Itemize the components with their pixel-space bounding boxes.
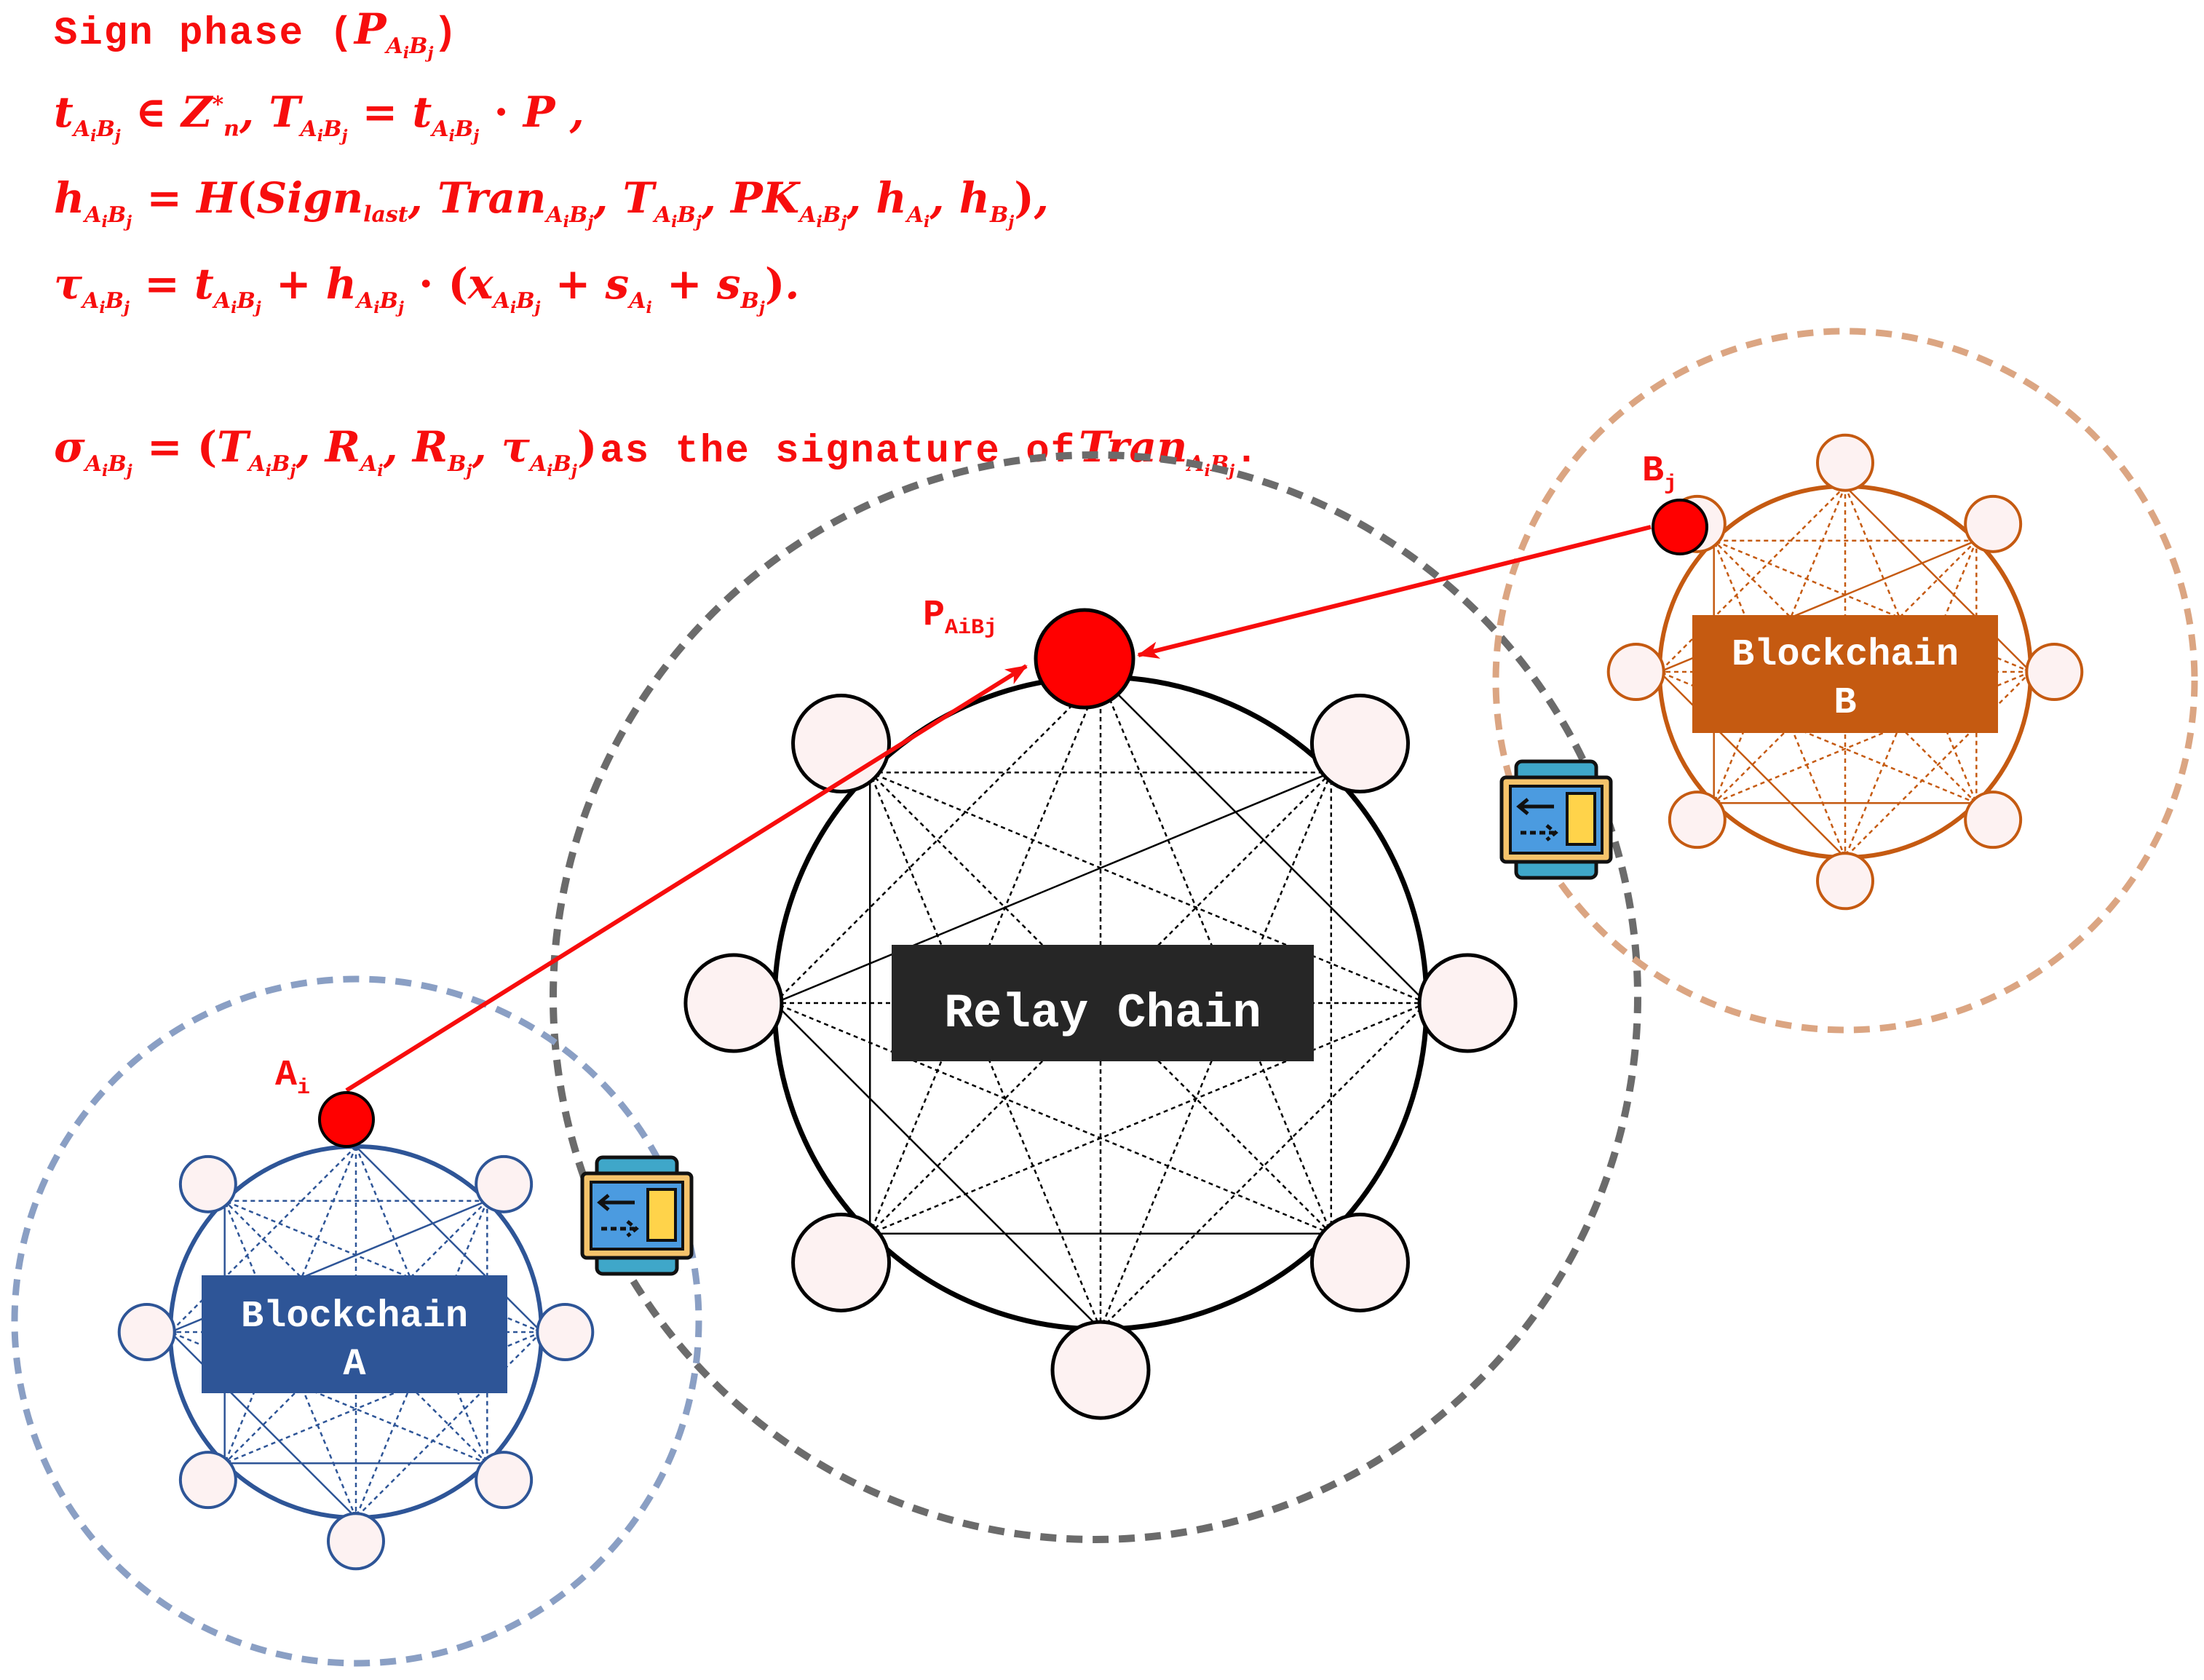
relay-link	[1099, 676, 1332, 1235]
formula-line-2: hAiBj = H(Signlast, TranAiBj, TAiBj, PKA…	[54, 173, 1049, 231]
label-ai: Ai	[275, 1055, 310, 1101]
blockchain-b-link	[1844, 486, 2031, 673]
blockchain-a-link	[170, 1331, 488, 1465]
blockchain-a-box	[202, 1275, 507, 1393]
blockchain-a-link	[355, 1146, 542, 1333]
transfer-icon	[1499, 759, 1613, 880]
relay-node	[1417, 953, 1518, 1053]
blockchain-b-link	[1844, 671, 2031, 858]
sign-phase-heading: Sign phase (PAiBj)	[54, 4, 459, 63]
relay-node	[1309, 1212, 1410, 1312]
blockchain-a-node	[327, 1512, 385, 1571]
blockchain-b-link	[1659, 486, 1846, 673]
formula-line-1: tAiBj ∈ Z*n, TAiBj = tAiBj · P ,	[54, 87, 584, 146]
formula-block: Sign phase (PAiBj) tAiBj ∈ Z*n, TAiBj = …	[0, 0, 1529, 510]
red-arrow-ai-to-p	[345, 664, 1028, 1093]
node-ai	[318, 1091, 375, 1148]
relay-chain-network	[683, 674, 1518, 1420]
relay-link	[1100, 676, 1427, 1004]
label-p-sub: AiBj	[945, 616, 997, 641]
formula-line-3: τAiBj = tAiBj + hAiBj · (xAiBj + sAi + s…	[54, 259, 800, 317]
relay-link	[774, 1002, 1101, 1330]
blockchain-b-link	[1659, 671, 1846, 858]
node-p-aibj	[1034, 608, 1135, 710]
label-ai-main: A	[275, 1055, 297, 1096]
relay-link	[869, 772, 1427, 1005]
label-p-main: P	[923, 595, 945, 636]
blockchain-b-node	[1964, 494, 2023, 553]
blockchain-b-zone-ring	[1492, 328, 2198, 1034]
relay-link	[869, 1002, 1427, 1235]
relay-link	[1099, 772, 1332, 1330]
node-bj	[1652, 499, 1708, 555]
blockchain-b-link	[1659, 670, 1977, 804]
blockchain-b-box	[1692, 615, 1998, 733]
blockchain-b-node	[2025, 643, 2084, 701]
label-bj-sub: j	[1664, 472, 1677, 496]
blockchain-a-zone-ring	[11, 975, 702, 1667]
transfer-icon	[580, 1155, 694, 1276]
sign-phase-title: Sign phase	[54, 12, 305, 56]
relay-zone-ring	[550, 451, 1641, 1543]
blockchain-a-label-line2: A	[343, 1343, 366, 1386]
blockchain-a-node	[475, 1451, 534, 1510]
relay-node	[1309, 694, 1410, 794]
blockchain-b-label-line2: B	[1834, 681, 1856, 724]
blockchain-b-node	[1606, 643, 1665, 701]
blockchain-a-label-line1: Blockchain	[241, 1295, 468, 1338]
relay-chain-label: Relay Chain	[944, 986, 1261, 1041]
relay-node	[791, 694, 892, 794]
blockchain-a-node	[178, 1451, 237, 1510]
relay-node	[683, 953, 784, 1053]
red-arrow-bj-to-p	[1137, 525, 1652, 659]
relay-chain-box	[892, 945, 1314, 1061]
blockchain-b-node	[1668, 791, 1727, 849]
relay-link	[869, 676, 1102, 1235]
blockchain-b-label-line1: Blockchain	[1732, 633, 1959, 676]
blockchain-a-node	[178, 1154, 237, 1213]
label-p-aibj: PAiBj	[923, 595, 997, 641]
blockchain-a-node	[536, 1303, 595, 1361]
blockchain-a-node	[117, 1303, 176, 1361]
blockchain-a-link	[355, 1331, 542, 1518]
blockchain-b-node	[1816, 852, 1874, 911]
label-ai-sub: i	[297, 1076, 310, 1101]
blockchain-b-node	[1964, 791, 2023, 849]
relay-link	[869, 772, 1102, 1330]
blockchain-a-node	[475, 1154, 534, 1213]
relay-node	[1050, 1320, 1151, 1420]
relay-link	[774, 1002, 1332, 1235]
blockchain-b-node	[1816, 433, 1874, 492]
relay-link	[774, 772, 1332, 1005]
formula-line-4: σAiBj = (TAiBj, RAi, RBj, τAiBj) as the …	[54, 422, 1260, 480]
signature-text: as the signature of	[600, 429, 1077, 474]
label-bj: Bj	[1642, 451, 1677, 496]
blockchain-a-link	[170, 1146, 357, 1333]
relay-node	[791, 1212, 892, 1312]
blockchain-a-link	[170, 1331, 357, 1518]
label-bj-main: B	[1642, 451, 1664, 492]
